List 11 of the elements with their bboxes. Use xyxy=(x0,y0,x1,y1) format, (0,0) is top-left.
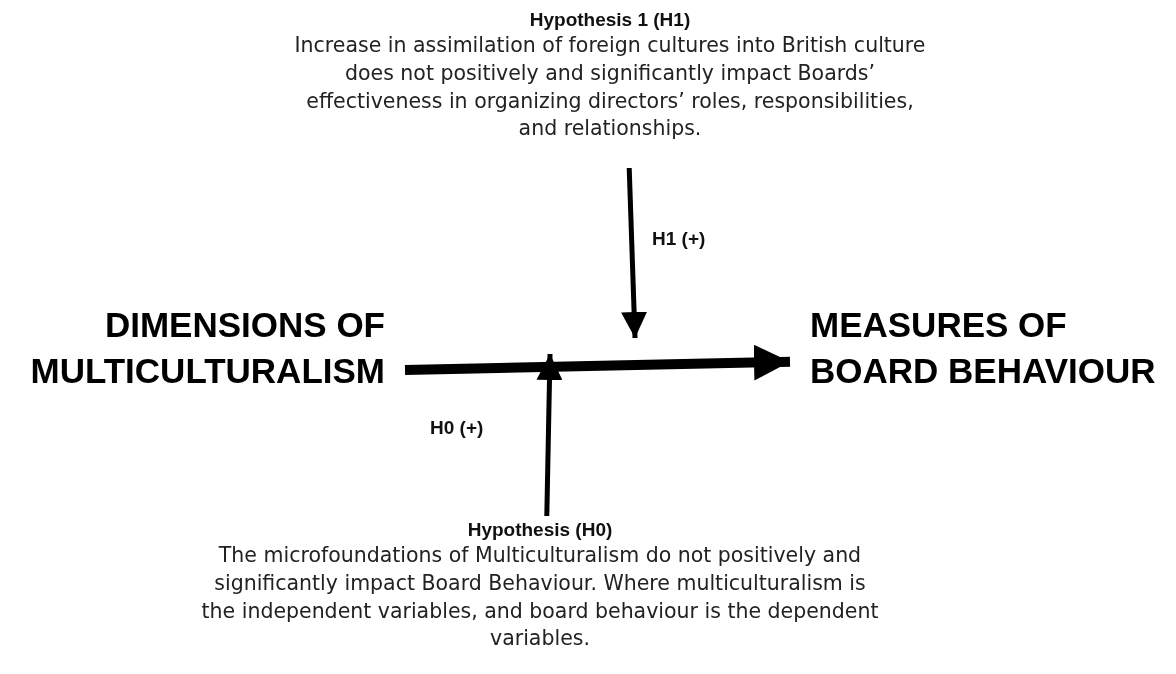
hypothesis-title: Hypothesis 1 (H1) xyxy=(529,8,691,32)
edge-label: H1 (+) xyxy=(652,228,706,250)
concept-heading: MEASURES OF BOARD BEHAVIOUR xyxy=(810,304,1157,392)
arrow xyxy=(404,344,791,381)
edge-label: H0 (+) xyxy=(430,417,484,439)
hypothesis-text: Increase in assimilation of foreign cultures into British culture does not positively and significantly impact Boards’ effectiveness in organizing directors’ roles, responsibilities, and relationships. xyxy=(293,31,927,143)
hypothesis-text: The microfoundations of Multiculturalism do not positively and significantly impact Board Behaviour. Where multiculturalism is the independent variables, and board behaviour is the dependent variables. xyxy=(200,541,880,653)
hypothesis-title: Hypothesis (H0) xyxy=(467,518,613,542)
arrow xyxy=(536,353,563,517)
arrow xyxy=(621,167,648,339)
concept-heading: DIMENSIONS OF MULTICULTURALISM xyxy=(29,304,385,392)
